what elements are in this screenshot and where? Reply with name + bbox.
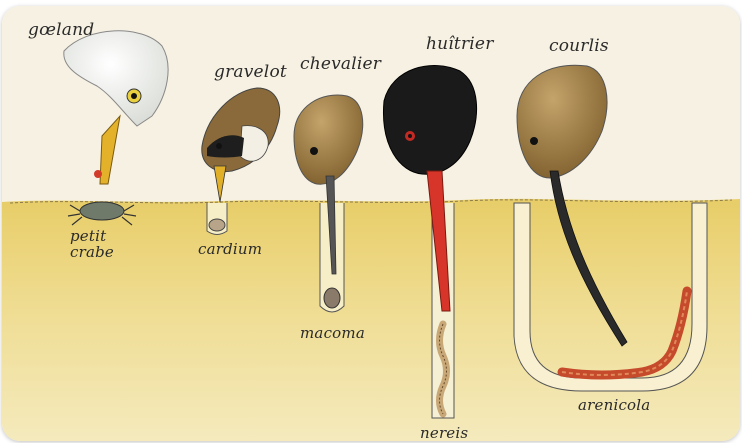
cardium-shell <box>209 219 225 231</box>
macoma-shell <box>324 288 340 308</box>
label-petit-crabe: petit crabe <box>70 228 140 260</box>
label-arenicola: arenicola <box>578 396 650 414</box>
label-cardium: cardium <box>198 240 262 258</box>
label-macoma: macoma <box>300 324 365 342</box>
watercolor-card: gœland gravelot chevalier huîtrier courl… <box>2 6 740 441</box>
label-goeland: gœland <box>28 20 94 40</box>
label-chevalier: chevalier <box>300 54 381 74</box>
label-courlis: courlis <box>549 36 609 56</box>
label-nereis: nereis <box>420 424 468 441</box>
label-huitrier: huîtrier <box>426 34 494 54</box>
label-gravelot: gravelot <box>214 62 287 82</box>
